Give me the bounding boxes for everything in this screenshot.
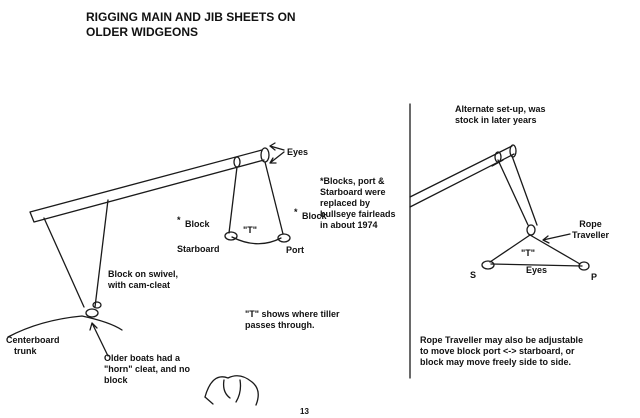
alt-p-label: P — [591, 272, 598, 282]
alternate-heading-line: Alternate set-up, was — [455, 104, 546, 114]
alternate-heading-line: stock in later years — [455, 115, 537, 125]
t-traveller-line — [231, 236, 282, 245]
alt-p-eye — [578, 261, 590, 271]
bridle-left — [228, 166, 238, 234]
centerboard-trunk — [7, 315, 123, 338]
alternate-heading: Alternate set-up, was stock in later yea… — [455, 104, 546, 126]
older-boats-line: Older boats had a — [104, 353, 181, 363]
main-boom — [29, 149, 265, 223]
rope-traveller-arrow — [542, 233, 571, 244]
boom-eye-2 — [233, 156, 241, 168]
starboard-block — [224, 231, 238, 241]
alt-strut-top — [491, 159, 504, 167]
alternate-note: Rope Traveller may also be adjustable to… — [420, 335, 583, 368]
eyes-arrow-1 — [269, 142, 285, 151]
hand-arrow — [204, 396, 214, 405]
block-swivel-note: Block on swivel, with cam-cleat — [108, 269, 178, 291]
boom-end-eye — [260, 147, 270, 163]
blocks-note-line: replaced by — [320, 198, 371, 208]
alt-s-eye — [481, 260, 495, 270]
sheet-line-left — [43, 217, 85, 308]
alt-strut — [497, 155, 538, 226]
page-title: RIGGING MAIN AND JIB SHEETS ON OLDER WID… — [86, 10, 296, 40]
alt-eyes-label: Eyes — [526, 265, 548, 275]
alt-t-mark: "T" — [521, 248, 536, 258]
t-note-line: "T" shows where tiller — [245, 309, 340, 319]
blocks-note-line: bullseye fairleads — [320, 209, 396, 219]
centerboard-label: Centerboard trunk — [6, 335, 60, 357]
starboard-label: Starboard — [177, 244, 220, 254]
page-number: 13 — [300, 407, 309, 416]
cam-cleat — [92, 301, 102, 309]
title-line-1: RIGGING MAIN AND JIB SHEETS ON — [86, 10, 296, 24]
rope-traveller-line: Traveller — [572, 230, 610, 240]
rope-traveller-label: Rope Traveller — [572, 219, 609, 241]
blocks-note-line: Starboard were — [320, 187, 386, 197]
swivel-block — [85, 308, 99, 318]
eyes-label: Eyes — [287, 147, 309, 157]
block-label-left: Block — [185, 219, 210, 229]
sheet-line-right — [94, 199, 109, 308]
t-note: "T" shows where tiller passes through. — [245, 309, 340, 331]
alt-s-label: S — [470, 270, 477, 280]
eyes-arrow-2 — [269, 151, 285, 164]
older-boats-note: Older boats had a "horn" cleat, and no b… — [104, 353, 190, 386]
hand-sketch — [204, 375, 259, 406]
alt-bridle-right — [529, 234, 581, 265]
bridle-right — [264, 161, 284, 235]
centerboard-line: trunk — [14, 346, 37, 356]
asterisk-right: * — [294, 207, 298, 217]
blocks-note-line: *Blocks, port & — [320, 176, 385, 186]
older-boats-arrow — [89, 322, 109, 357]
centerboard-line: Centerboard — [6, 335, 60, 345]
blocks-note-line: in about 1974 — [320, 220, 378, 230]
alt-bridle-left — [489, 234, 531, 263]
block-label-right: Block — [302, 211, 327, 221]
older-boats-line: block — [104, 375, 128, 385]
t-mark: "T" — [243, 225, 258, 235]
alt-center-block — [526, 224, 536, 236]
asterisk-left: * — [177, 215, 181, 225]
alt-traveller-line — [490, 263, 583, 267]
blocks-note: *Blocks, port & Starboard were replaced … — [320, 176, 396, 231]
port-block — [277, 233, 291, 243]
title-line-2: OLDER WIDGEONS — [86, 25, 199, 39]
t-note-line: passes through. — [245, 320, 315, 330]
older-boats-line: "horn" cleat, and no — [104, 364, 191, 374]
alternate-note-line: block may move freely side to side. — [420, 357, 572, 367]
block-swivel-line: Block on swivel, — [108, 269, 179, 279]
block-swivel-line: with cam-cleat — [108, 280, 171, 290]
rope-traveller-line: Rope — [579, 219, 602, 229]
port-label: Port — [286, 245, 304, 255]
alt-boom — [409, 145, 515, 208]
alternate-note-line: Rope Traveller may also be adjustable — [420, 335, 584, 345]
alternate-note-line: to move block port <-> starboard, or — [420, 346, 575, 356]
